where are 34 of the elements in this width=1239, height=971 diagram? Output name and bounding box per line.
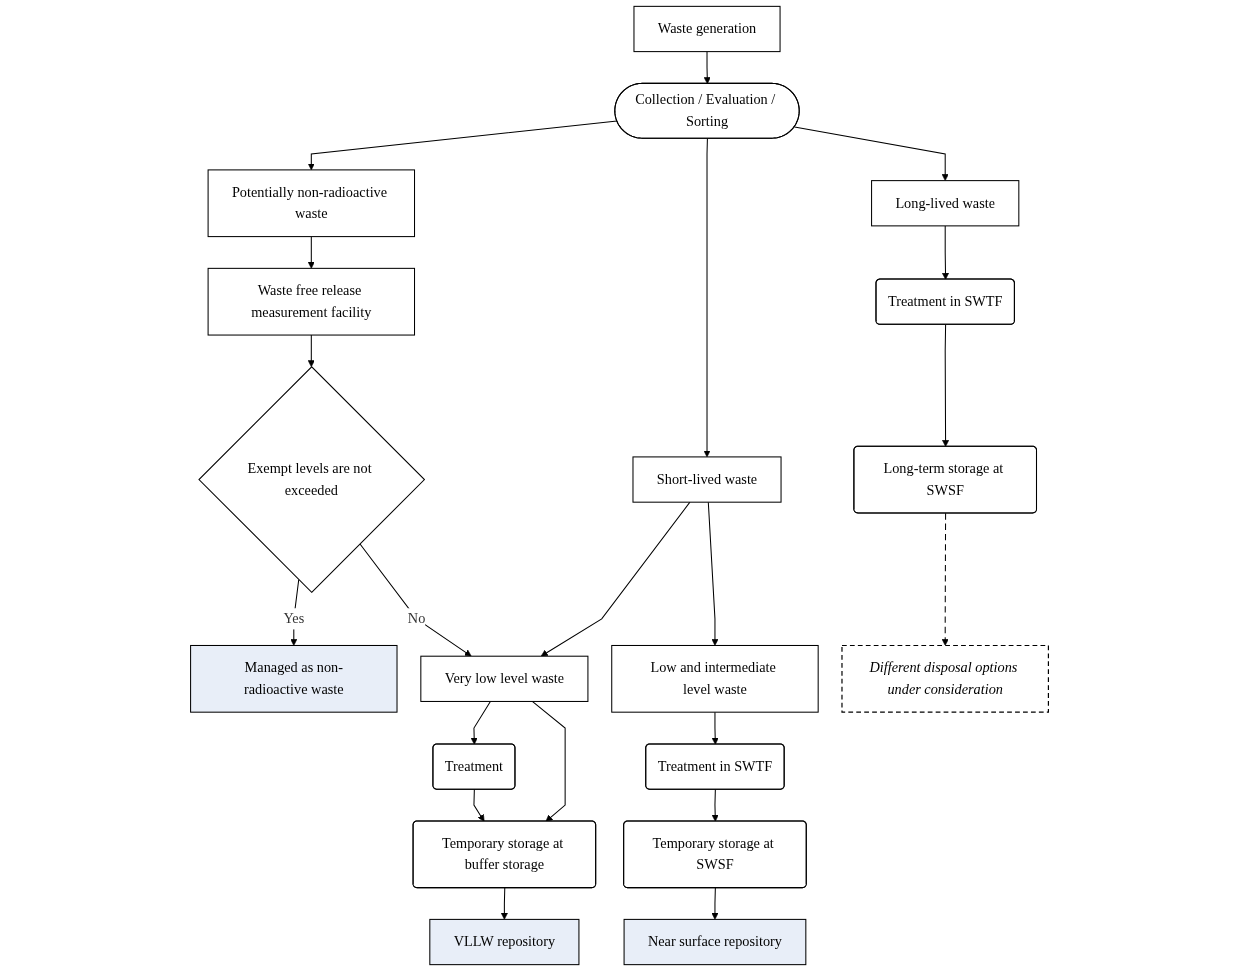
arrow [941,512,949,646]
node-box: Near surface repository [623,918,807,966]
arrow [470,700,491,745]
arrow [359,543,472,657]
arrow [540,501,691,657]
arrow [942,324,950,447]
node-box: Short-lived waste [632,456,782,503]
node-box: VLLW repository [429,918,580,966]
node-box: Managed as non-radioactive waste [190,644,398,713]
arrow [942,225,949,280]
arrow [711,711,719,745]
node-box: Waste free release measurement facility [207,267,416,336]
node-box: Potentially non-radioactive waste [207,169,416,238]
node-box: Different disposal options under consideration [841,644,1049,713]
arrow [703,138,711,458]
arrow [307,334,315,368]
node-box: Very low level waste [420,655,589,702]
arrow [500,887,508,920]
arrow [794,126,949,181]
node-diamond: Exempt levels are not exceeded [198,366,426,593]
node-box: Waste generation [633,5,781,53]
arrow [707,501,719,646]
arrow [307,120,618,171]
edge-label: No [407,610,426,627]
arrow [473,789,485,822]
arrow [711,887,719,920]
node-box: Long-lived waste [871,180,1020,227]
node-box: Low and intermediate level waste [611,644,819,713]
arrow [703,51,711,85]
edge-label: Yes [283,610,305,627]
arrow [711,789,719,822]
arrow [307,236,315,269]
arrow [290,579,300,646]
arrow [531,700,566,822]
